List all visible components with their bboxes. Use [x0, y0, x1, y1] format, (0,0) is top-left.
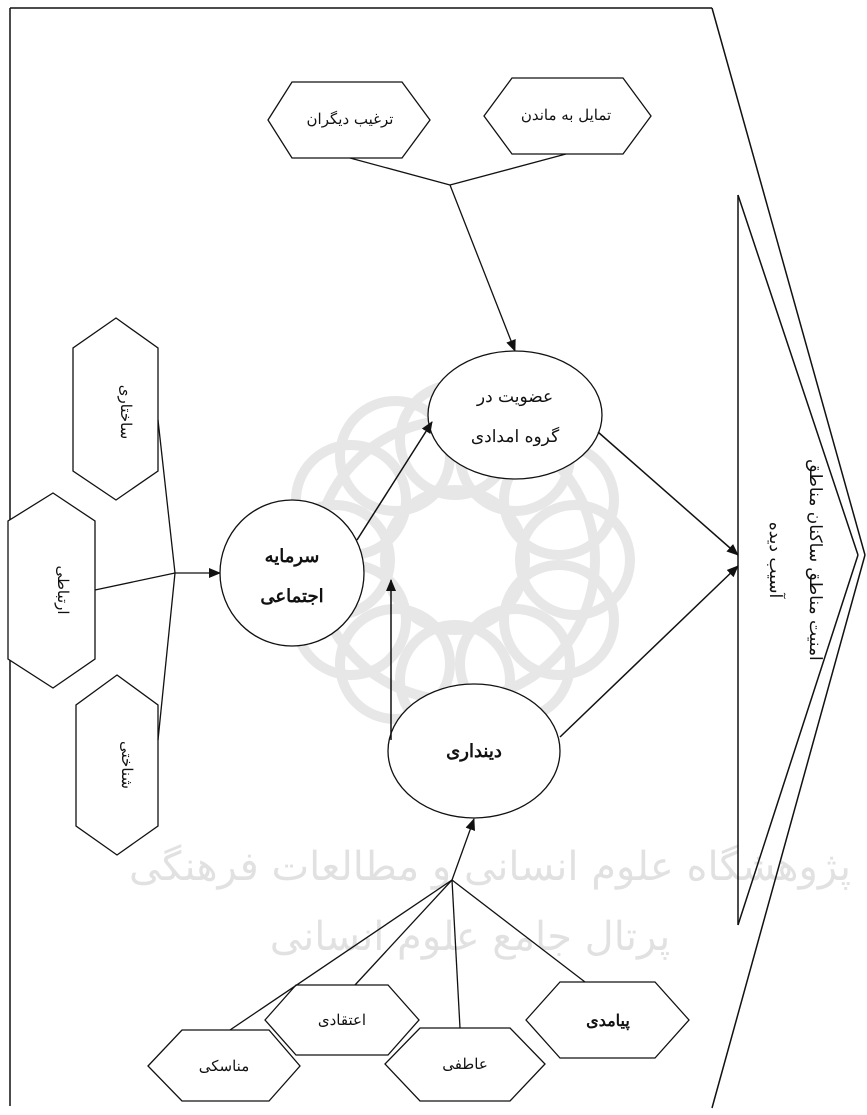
dimension-structural-label: ساختاری: [117, 385, 135, 440]
dimension-ritual-label: مناسکی: [199, 1057, 250, 1075]
outcome-label-2: آسیب دیده: [765, 522, 787, 600]
dimension-belief-label: اعتقادی: [318, 1011, 366, 1029]
social-capital-connectors: [94, 419, 221, 741]
dimension-consequential: پیامدی: [525, 981, 690, 1059]
social-capital-node: سرمایه اجتماعی: [219, 499, 365, 647]
factor-desire-to-stay-label: تمایل به ماندن: [521, 106, 611, 124]
membership-label-2: گروه امدادی: [471, 426, 560, 447]
factor-persuade-others-label: ترغیب دیگران: [307, 110, 394, 128]
dimension-cognitive-label: شناختی: [118, 741, 136, 789]
membership-node: عضویت در گروه امدادی: [427, 350, 603, 480]
dimension-ritual: مناسکی: [147, 1029, 301, 1102]
dimension-emotional: عاطفی: [384, 1027, 546, 1102]
watermark-text-2: پرتال جامع علوم انسانی: [270, 914, 671, 960]
factor-persuade-others: ترغیب دیگران: [267, 81, 431, 159]
religiosity-node: دینداری: [387, 683, 561, 819]
dimension-cognitive: شناختی: [75, 674, 159, 856]
religiosity-connectors: [229, 818, 586, 1031]
membership-label-1: عضویت در: [476, 387, 553, 407]
watermark-text-1: پژوهشگاه علوم انسانی و مطالعات فرهنگی: [129, 844, 851, 890]
dimension-relational-label: ارتباطی: [54, 565, 72, 614]
outcome-node: امنیت مناطق ساکنان مناطق آسیب دیده: [737, 194, 859, 926]
dimension-belief: اعتقادی: [264, 984, 420, 1056]
factor-desire-to-stay: تمایل به ماندن: [483, 77, 652, 155]
membership-connectors: [349, 153, 567, 352]
dimension-emotional-label: عاطفی: [442, 1055, 488, 1073]
dimension-relational: ارتباطی: [7, 492, 96, 689]
dimension-consequential-label: پیامدی: [586, 1011, 630, 1031]
outcome-label-1: امنیت مناطق ساکنان مناطق: [805, 459, 825, 661]
social-capital-label-2: اجتماعی: [260, 586, 323, 607]
main-arrows: [356, 421, 739, 740]
dimension-structural: ساختاری: [72, 317, 159, 501]
religiosity-label: دینداری: [446, 741, 502, 762]
social-capital-label-1: سرمایه: [265, 546, 320, 567]
